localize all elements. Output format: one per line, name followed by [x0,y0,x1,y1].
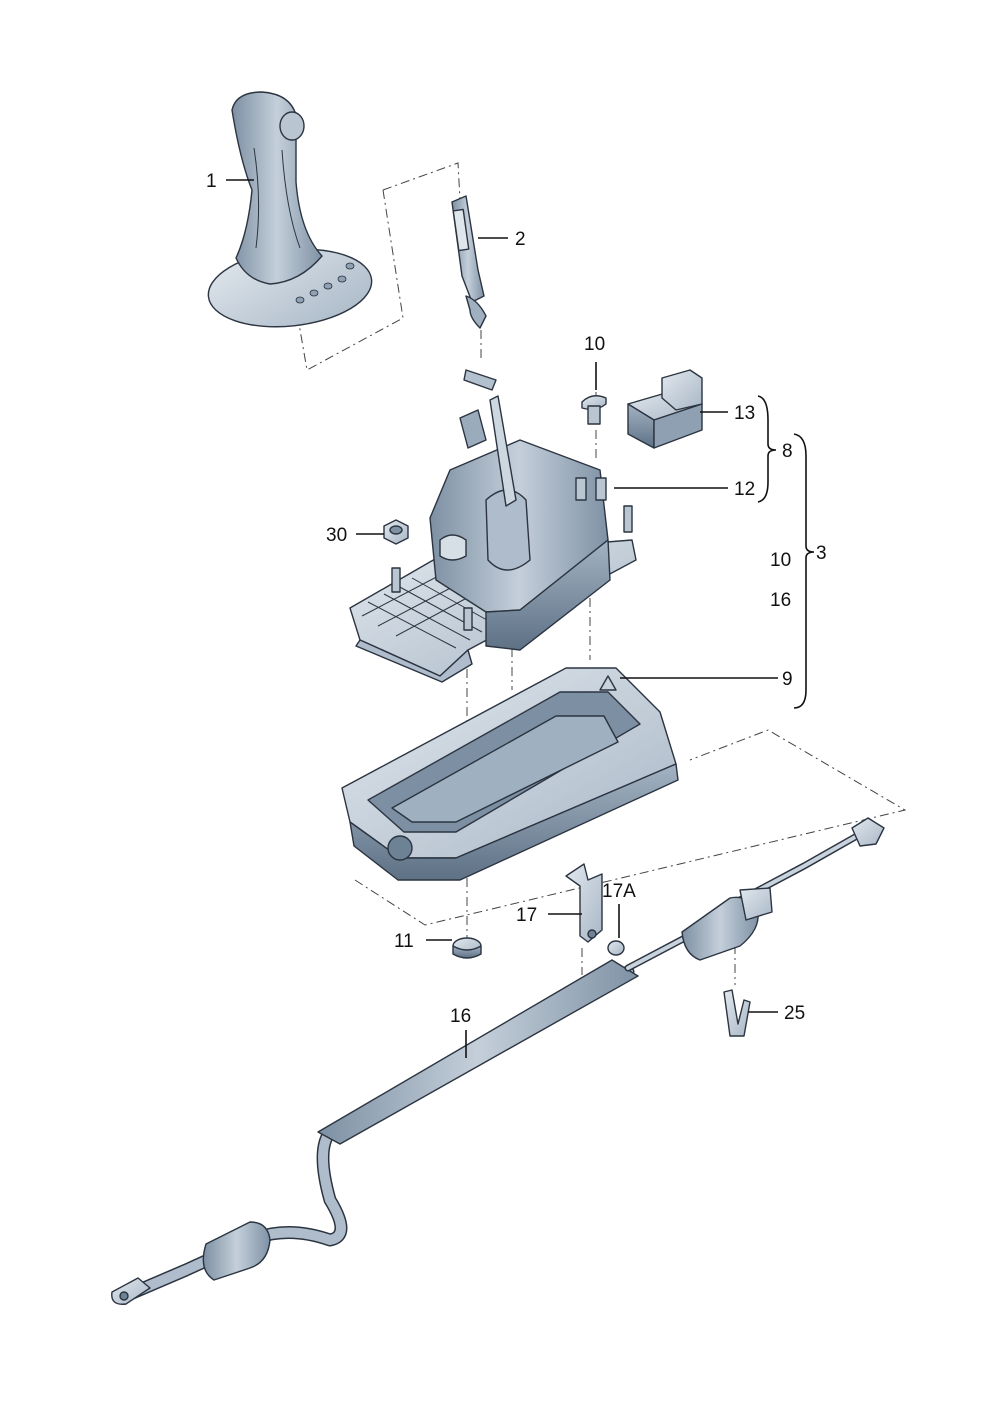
callout-11: 11 [394,931,414,952]
callout-13: 13 [734,403,755,424]
part-10-pin [581,395,607,425]
leader-lines [226,179,815,1058]
callout-12: 12 [734,479,755,500]
assembly-dash-lines [297,162,907,985]
callout-1: 1 [206,171,217,192]
callout-9: 9 [782,669,793,690]
part-16-selector-cable [111,817,885,1305]
part-2-shift-rod [451,195,487,329]
part-9-lower-tray [341,667,679,881]
part-13-sensor-block [627,369,703,449]
part-17-bracket [565,863,603,943]
callout-8: 8 [782,441,793,462]
part-12-selector-housing [349,369,637,683]
callout-30: 30 [326,525,347,546]
part-30-nut [383,519,409,545]
callout-labels: 1 2 10 13 8 12 30 10 3 16 9 17A 17 11 25… [206,171,827,1027]
callout-2: 2 [515,229,526,250]
callout-25: 25 [784,1003,805,1024]
callout-17: 17 [516,905,537,926]
callout-16-group: 16 [770,590,791,611]
part-1-shift-knob [207,91,373,328]
callout-10-group: 10 [770,550,791,571]
callout-10-top: 10 [584,334,605,355]
callout-17a: 17A [602,881,636,902]
part-25-retaining-clip [723,989,751,1037]
part-11-grommet [452,937,482,959]
callout-3: 3 [816,543,827,564]
part-17a-clip [607,940,625,956]
callout-16: 16 [450,1006,471,1027]
